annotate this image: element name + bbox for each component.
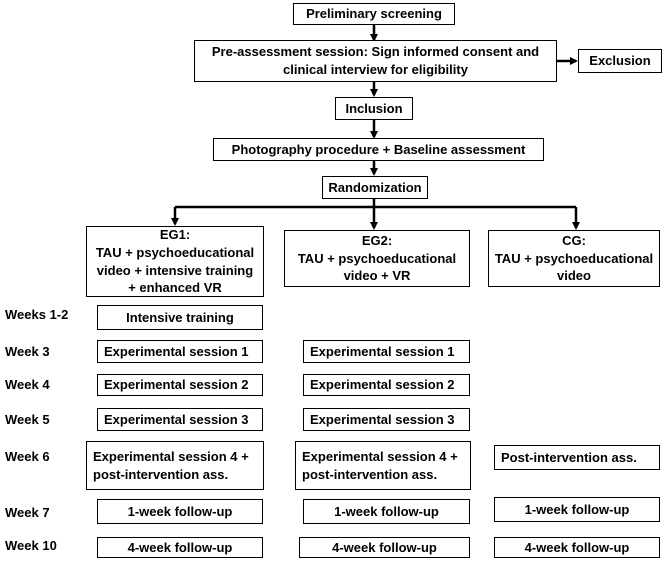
eg1-intensive-training: Intensive training [97,305,263,330]
week-label-4: Week 4 [5,377,50,392]
eg2-session-2: Experimental session 2 [303,374,470,396]
eg1-session-1: Experimental session 1 [97,340,263,363]
eg2-1-week-follow-up: 1-week follow-up [303,499,470,524]
week-label-3: Week 3 [5,344,50,359]
group-eg2-box: EG2: TAU + psychoeducational video + VR [284,230,470,287]
cg-post-intervention: Post-intervention ass. [494,445,660,470]
eg1-4-week-follow-up: 4-week follow-up [97,537,263,558]
group-cg-box: CG: TAU + psychoeducational video [488,230,660,287]
randomization-box: Randomization [322,176,428,199]
week-label-5: Week 5 [5,412,50,427]
screening-box: Preliminary screening [293,3,455,25]
eg2-4-week-follow-up: 4-week follow-up [299,537,470,558]
eg2-session-3: Experimental session 3 [303,408,470,431]
eg1-session-2: Experimental session 2 [97,374,263,396]
group-eg1-box: EG1: TAU + psychoeducational video + int… [86,226,264,297]
inclusion-box: Inclusion [335,97,413,120]
exclusion-box: Exclusion [578,49,662,73]
eg2-session-4-post: Experimental session 4 + post-interventi… [295,441,471,490]
photography-box: Photography procedure + Baseline assessm… [213,138,544,161]
cg-1-week-follow-up: 1-week follow-up [494,497,660,522]
week-label-1-2: Weeks 1-2 [5,307,69,322]
week-label-6: Week 6 [5,449,50,464]
week-label-10: Week 10 [5,538,57,553]
eg1-session-4-post: Experimental session 4 + post-interventi… [86,441,264,490]
eg2-session-1: Experimental session 1 [303,340,470,363]
eg1-1-week-follow-up: 1-week follow-up [97,499,263,524]
pre-assessment-box: Pre-assessment session: Sign informed co… [194,40,557,82]
cg-4-week-follow-up: 4-week follow-up [494,537,660,558]
week-label-7: Week 7 [5,505,50,520]
eg1-session-3: Experimental session 3 [97,408,263,431]
